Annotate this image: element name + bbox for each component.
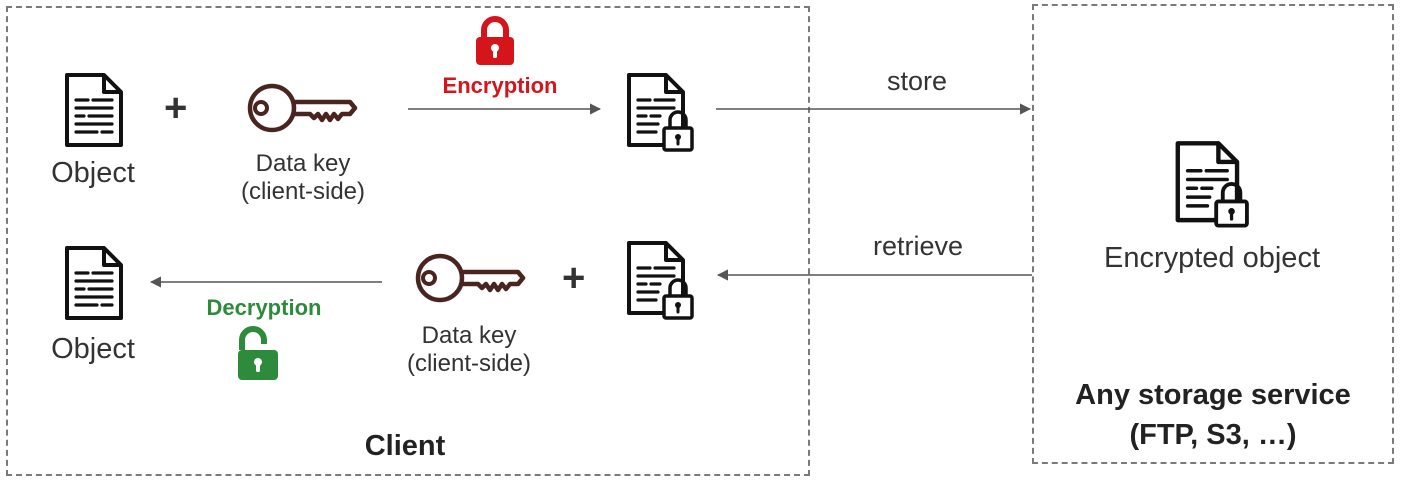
encrypted-document-icon bbox=[626, 72, 698, 154]
data-key-label-line1: Data key bbox=[421, 322, 517, 349]
store-label: store bbox=[886, 66, 948, 96]
storage-service-label: Any storage service (FTP, S3, …) bbox=[1040, 375, 1386, 455]
plus-sign: + bbox=[164, 86, 188, 130]
client-boundary bbox=[6, 6, 810, 476]
encryption-label: Encryption bbox=[442, 73, 558, 98]
retrieve-label: retrieve bbox=[872, 231, 964, 261]
data-key-label-line2: (client-side) bbox=[240, 177, 366, 205]
document-icon bbox=[64, 245, 124, 321]
encrypted-object-label: Encrypted object bbox=[1103, 242, 1320, 274]
storage-service-line1: Any storage service bbox=[1075, 379, 1351, 411]
plus-sign: + bbox=[562, 256, 586, 300]
object-label: Object bbox=[51, 157, 135, 189]
document-icon bbox=[64, 72, 124, 148]
data-key-label-line2: (client-side) bbox=[406, 349, 532, 377]
lock-icon bbox=[476, 16, 514, 65]
object-label: Object bbox=[51, 333, 135, 365]
data-key-label: Data key (client-side) bbox=[220, 150, 386, 205]
storage-service-line2: (FTP, S3, …) bbox=[1129, 419, 1297, 452]
decryption-label: Decryption bbox=[206, 295, 322, 320]
client-title: Client bbox=[364, 430, 446, 462]
data-key-label: Data key (client-side) bbox=[386, 322, 552, 377]
storage-service-boundary bbox=[1032, 4, 1394, 464]
encrypted-document-icon bbox=[1172, 140, 1256, 230]
key-icon bbox=[414, 252, 526, 304]
key-icon bbox=[246, 82, 358, 134]
data-key-label-line1: Data key bbox=[255, 150, 351, 177]
encrypted-document-icon bbox=[626, 240, 698, 322]
unlock-icon bbox=[238, 326, 278, 380]
